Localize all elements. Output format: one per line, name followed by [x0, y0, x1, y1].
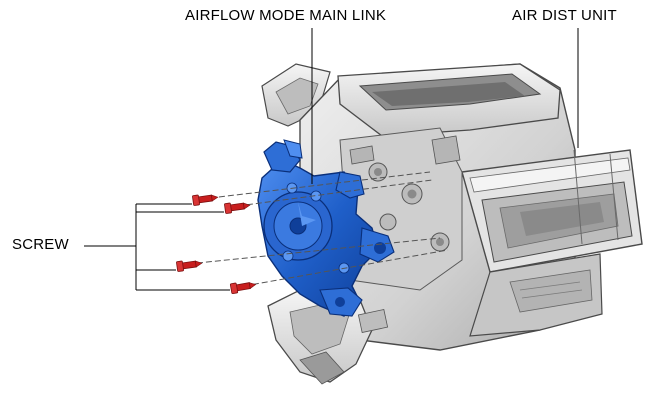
screws: [176, 194, 257, 295]
screw-label: SCREW: [12, 236, 69, 253]
air-dist-unit-housing: [261, 63, 643, 385]
airflow-mode-main-link-label: AIRFLOW MODE MAIN LINK: [185, 7, 387, 24]
screw-1: [192, 194, 219, 206]
screw-4: [229, 282, 257, 295]
screw-leader-bracket: [84, 203, 230, 291]
screw-3: [176, 260, 203, 272]
screw-2: [224, 202, 251, 214]
air-dist-unit-label: AIR DIST UNIT: [512, 7, 617, 24]
leader-lines: [84, 28, 579, 291]
screw-axis-lines: [187, 171, 449, 287]
